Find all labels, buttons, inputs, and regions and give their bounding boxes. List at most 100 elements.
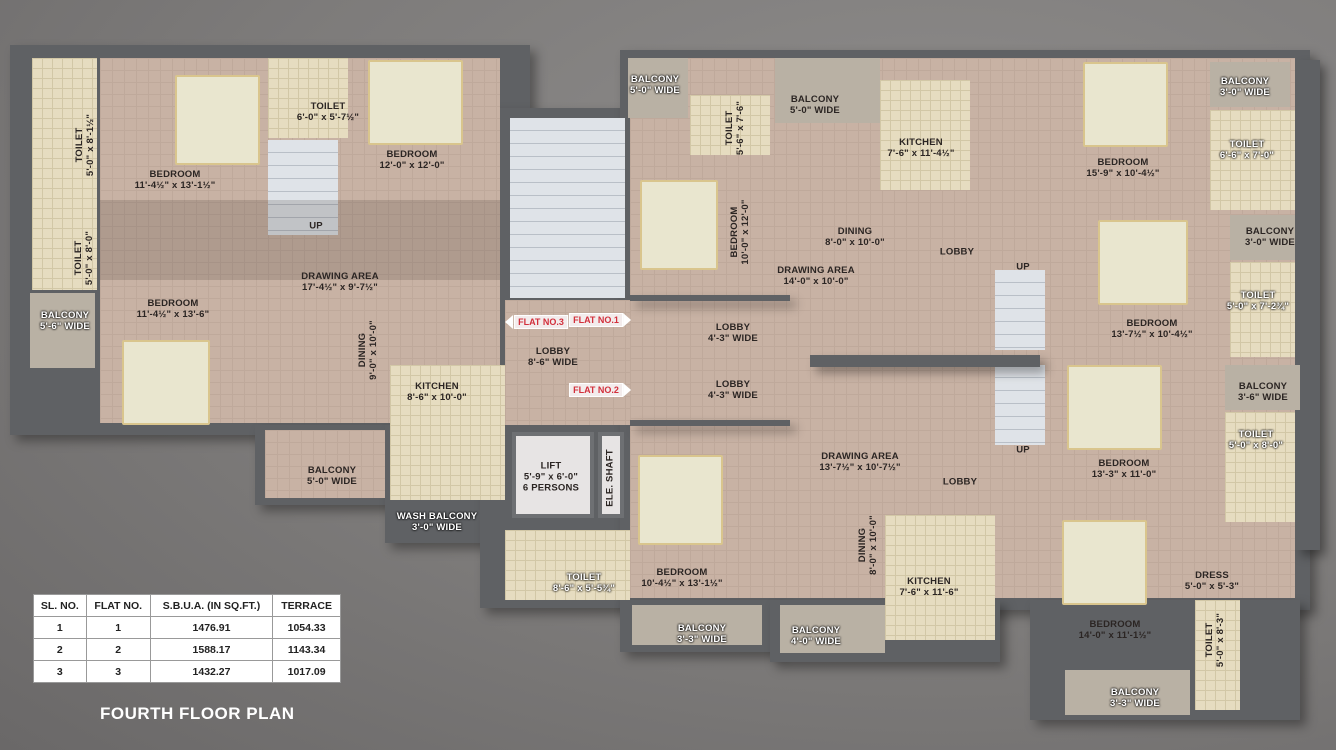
- room-dimension: 17'-4½" x 9'-7½": [302, 282, 378, 293]
- room-dimension: 6'-6" x 7'-0": [1219, 150, 1275, 161]
- bed: [1062, 520, 1147, 605]
- room-dimension: 9'-0" x 10'-0": [368, 320, 379, 380]
- flat-marker-arrow: FLAT NO.3: [505, 315, 568, 329]
- floor-toilet: [1210, 110, 1295, 210]
- table-cell: 1588.17: [149, 638, 274, 661]
- column-header: S.B.U.A. (IN SQ.FT.): [149, 594, 274, 617]
- room-name: TOILET: [1229, 139, 1265, 150]
- room-name: BEDROOM: [656, 567, 708, 578]
- bed: [368, 60, 463, 145]
- floor-balcony: [780, 605, 885, 653]
- floor-balcony: [265, 430, 385, 498]
- room-dimension: 12'-0" x 12'-0": [379, 160, 445, 171]
- floor-kitchen: [885, 515, 995, 640]
- staircase: [510, 118, 625, 298]
- lift: [512, 432, 594, 518]
- room-dimension: 8'-0" x 10'-0": [825, 237, 885, 248]
- table-row: 3 3 1432.27 1017.09: [33, 660, 341, 683]
- room-name: TOILET: [1238, 429, 1274, 440]
- table-cell: 1054.33: [272, 616, 341, 639]
- room-dimension: 15'-9" x 10'-4½": [1086, 168, 1160, 179]
- bed: [122, 340, 210, 425]
- room-dimension: 4'-3" WIDE: [708, 390, 758, 401]
- room-dimension: 5'-0" x 7'-2¾": [1226, 301, 1290, 312]
- staircase: [268, 140, 338, 235]
- room-label-lobby: LOBBY: [943, 477, 977, 488]
- room-dimension: 14'-0" x 10'-0": [783, 276, 849, 287]
- room-dimension: 6 PERSONS: [522, 482, 580, 494]
- room-dimension: 8'-6" WIDE: [528, 357, 578, 368]
- room-label-ele-shaft: ELE. SHAFT: [605, 449, 616, 506]
- floor-balcony: [1230, 215, 1295, 260]
- room-dimension: 3'-0" WIDE: [1220, 87, 1270, 98]
- wall-divider: [810, 355, 1040, 367]
- room-name: LOBBY: [715, 322, 751, 333]
- room-dimension: 13'-7½" x 10'-4½": [1111, 329, 1193, 340]
- table-cell: 2: [85, 638, 151, 661]
- room-name: LOBBY: [942, 476, 978, 488]
- floor-balcony: [1225, 365, 1300, 410]
- bed: [1083, 62, 1168, 147]
- area-table: SL. NO. FLAT NO. S.B.U.A. (IN SQ.FT.) TE…: [33, 594, 341, 683]
- room-dimension: 6'-0" x 5'-7½": [296, 112, 360, 123]
- room-name: BEDROOM: [729, 206, 740, 258]
- room-name: BALCONY: [1220, 76, 1270, 87]
- room-label-up: UP: [309, 221, 323, 232]
- room-name: BEDROOM: [1097, 157, 1149, 168]
- bed: [1098, 220, 1188, 305]
- room-name: TOILET: [1204, 622, 1215, 658]
- floor-toilet: [1230, 262, 1295, 357]
- room-name: DRAWING AREA: [777, 265, 855, 276]
- floor-balcony: [632, 605, 762, 645]
- room-label-lobby: LOBBY: [940, 247, 974, 258]
- table-cell: 1432.27: [149, 660, 274, 683]
- room-dimension: 11'-4½" x 13'-6": [136, 309, 210, 320]
- room-dimension: 3'-0" WIDE: [412, 522, 462, 533]
- room-dimension: 5'-0" x 8'-3": [1215, 612, 1226, 668]
- room-name: KITCHEN: [899, 137, 943, 148]
- room-dimension: 11'-4½" x 13'-1½": [134, 180, 216, 191]
- room-dimension: 10'-0" x 12'-0": [740, 199, 751, 265]
- room-dimension: 14'-0" x 11'-1½": [1078, 630, 1152, 641]
- room-name: BALCONY: [677, 623, 727, 634]
- room-dimension: 5'-6" x 7'-6": [735, 100, 746, 156]
- room-name: LOBBY: [715, 379, 751, 390]
- room-dimension: 7'-6" x 11'-6": [899, 587, 959, 598]
- room-name: DRAWING AREA: [821, 451, 899, 462]
- room-dimension: 3'-3" WIDE: [677, 634, 727, 645]
- room-name: UP: [309, 220, 323, 232]
- wall-lobby: [630, 420, 790, 426]
- room-name: DINING: [837, 226, 873, 237]
- room-name: TOILET: [74, 127, 85, 163]
- room-name: TOILET: [724, 110, 735, 146]
- room-dimension: 8'-0" x 10'-0": [868, 515, 879, 575]
- table-row: 1 1 1476.91 1054.33: [33, 616, 341, 639]
- floor-kitchen: [880, 80, 970, 190]
- room-dimension: 13'-3" x 11'-0": [1091, 469, 1157, 480]
